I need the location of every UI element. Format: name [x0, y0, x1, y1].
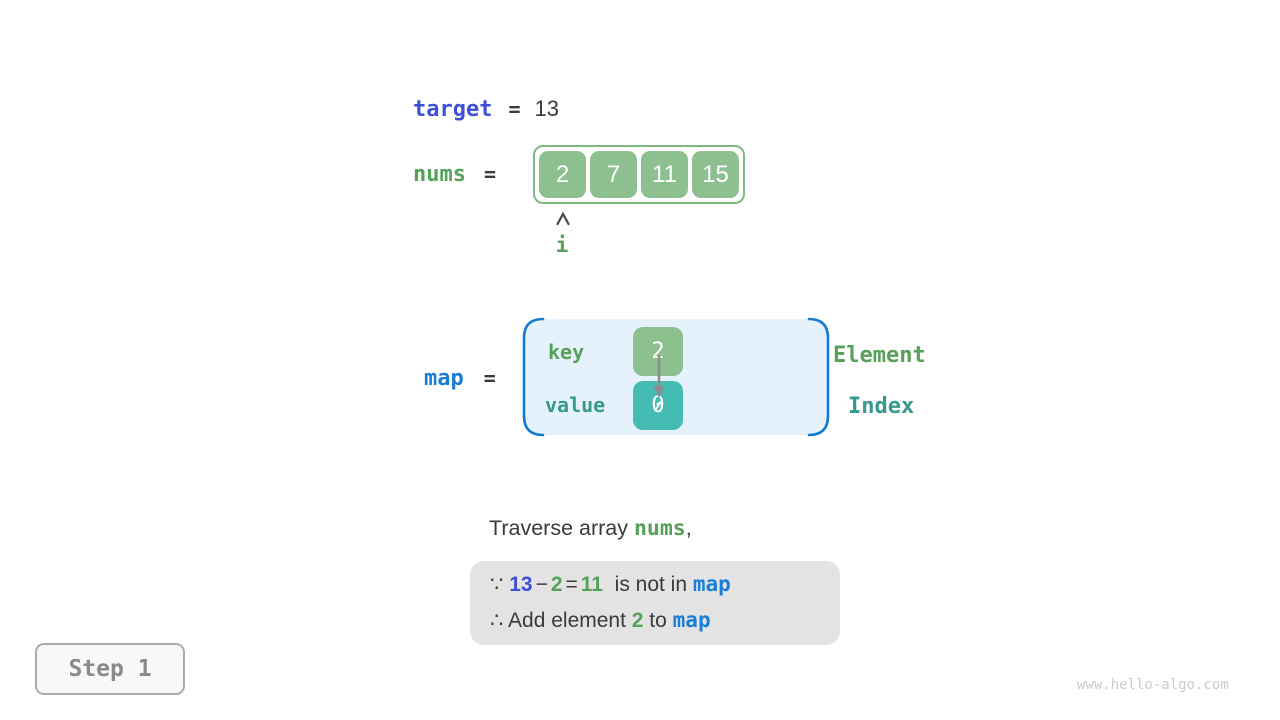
legend-index: Index — [848, 394, 915, 419]
to-text: to — [643, 609, 673, 632]
caption-comma: , — [685, 516, 692, 540]
array-cell-0: 2 — [539, 151, 586, 198]
target-keyword: target — [413, 97, 493, 122]
map-key-value: 2 — [651, 339, 665, 364]
therefore-text: ∴ Add element — [490, 609, 632, 632]
map-right-brace — [807, 317, 830, 437]
key-to-value-arrow-icon — [653, 355, 665, 398]
caption-line: Traverse array nums, — [489, 516, 692, 541]
value-13: 13 — [509, 573, 533, 596]
step-badge: Step 1 — [35, 643, 185, 695]
nums-declaration: nums = — [413, 162, 496, 187]
map-background — [523, 319, 829, 435]
because-symbol: ∵ — [490, 573, 510, 596]
array-cell-3-value: 15 — [702, 160, 729, 188]
target-declaration: target = 13 — [413, 96, 559, 122]
not-in-text: is not in — [602, 573, 693, 596]
pointer-i-label: i — [555, 233, 569, 257]
map-declaration: map = — [424, 366, 496, 391]
nums-array: 2 7 11 15 — [533, 145, 745, 204]
equals-operator: = — [565, 573, 578, 596]
map-container — [522, 317, 830, 437]
map-value-box: 0 — [633, 381, 683, 430]
target-equals-sign: = — [508, 97, 521, 121]
minus-operator: − — [535, 573, 548, 596]
pointer-caret-icon — [556, 211, 570, 226]
caption-prefix: Traverse array — [489, 516, 634, 540]
array-cell-2: 11 — [641, 151, 688, 198]
array-cell-1: 7 — [590, 151, 637, 198]
nums-keyword: nums — [413, 162, 466, 187]
step-label: Step 1 — [68, 656, 152, 682]
map-key-label: key — [548, 340, 585, 364]
caption-nums-ref: nums — [633, 516, 686, 541]
watermark: www.hello-algo.com — [1077, 677, 1229, 693]
target-value: 13 — [534, 96, 560, 121]
map-value-value-wrap: 0 — [651, 393, 664, 418]
map-ref-2: map — [672, 608, 711, 632]
conclusion-line-2: ∴ Add element 2 to map — [490, 608, 711, 633]
array-cell-0-value: 2 — [555, 160, 570, 188]
conclusion-panel: ∵ 13−2=11 is not in map ∴ Add element 2 … — [470, 561, 840, 645]
conclusion-line-1: ∵ 13−2=11 is not in map — [490, 572, 731, 597]
legend-element: Element — [833, 343, 926, 368]
value-2: 2 — [550, 573, 563, 596]
map-left-brace — [522, 317, 545, 437]
map-equals-sign: = — [483, 366, 496, 390]
map-keyword: map — [424, 366, 464, 391]
map-value-label: value — [545, 393, 606, 417]
value-2-add: 2 — [631, 609, 644, 632]
nums-equals-sign: = — [483, 162, 497, 186]
value-11: 11 — [580, 573, 603, 596]
array-cell-3: 15 — [692, 151, 739, 198]
array-cell-1-value: 7 — [606, 160, 621, 188]
array-cell-2-value: 11 — [652, 160, 677, 188]
map-ref-1: map — [692, 572, 731, 596]
